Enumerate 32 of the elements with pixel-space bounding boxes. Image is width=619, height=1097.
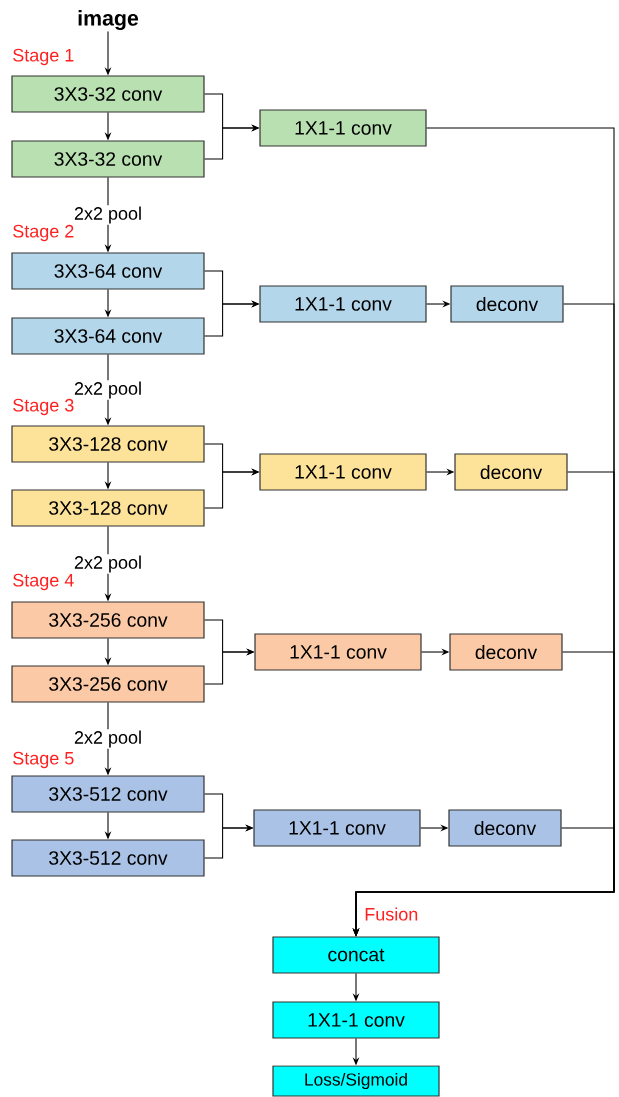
process-box: 3X3-32 conv <box>11 140 205 178</box>
input-label: image <box>78 10 139 30</box>
stage-label: Stage 5 <box>13 751 74 769</box>
process-box: 1X1-1 conv <box>259 109 427 147</box>
stage-label: Stage 2 <box>13 224 74 242</box>
process-box: 3X3-128 conv <box>11 489 205 527</box>
process-box: 3X3-64 conv <box>11 252 205 290</box>
process-box: 3X3-64 conv <box>11 317 205 355</box>
process-box: 1X1-1 conv <box>254 633 422 671</box>
stage-label: Stage 4 <box>13 573 74 591</box>
edge-label: 2x2 pool <box>72 205 144 225</box>
process-box: 3X3-128 conv <box>11 425 205 463</box>
process-box: 1X1-1 conv <box>259 453 427 491</box>
process-box: deconv <box>448 809 562 847</box>
edge-label: 2x2 pool <box>72 554 144 574</box>
process-box: 3X3-512 conv <box>11 775 205 813</box>
process-box: Loss/Sigmoid <box>272 1065 440 1097</box>
stage-label: Fusion <box>365 907 418 921</box>
process-box: 1X1-1 conv <box>272 1001 440 1039</box>
process-box: deconv <box>450 285 564 323</box>
process-box: concat <box>272 936 440 974</box>
edge-label: 2x2 pool <box>72 380 144 400</box>
process-box: 3X3-32 conv <box>11 75 205 113</box>
process-box: 1X1-1 conv <box>253 809 421 847</box>
process-box: 3X3-256 conv <box>11 601 205 639</box>
edge-label: 2x2 pool <box>72 729 144 749</box>
process-box: 3X3-256 conv <box>11 665 205 703</box>
process-box: deconv <box>449 633 563 671</box>
stage-label: Stage 3 <box>13 398 74 416</box>
process-box: deconv <box>454 453 568 491</box>
process-box: 1X1-1 conv <box>259 285 427 323</box>
process-box: 3X3-512 conv <box>11 839 205 877</box>
